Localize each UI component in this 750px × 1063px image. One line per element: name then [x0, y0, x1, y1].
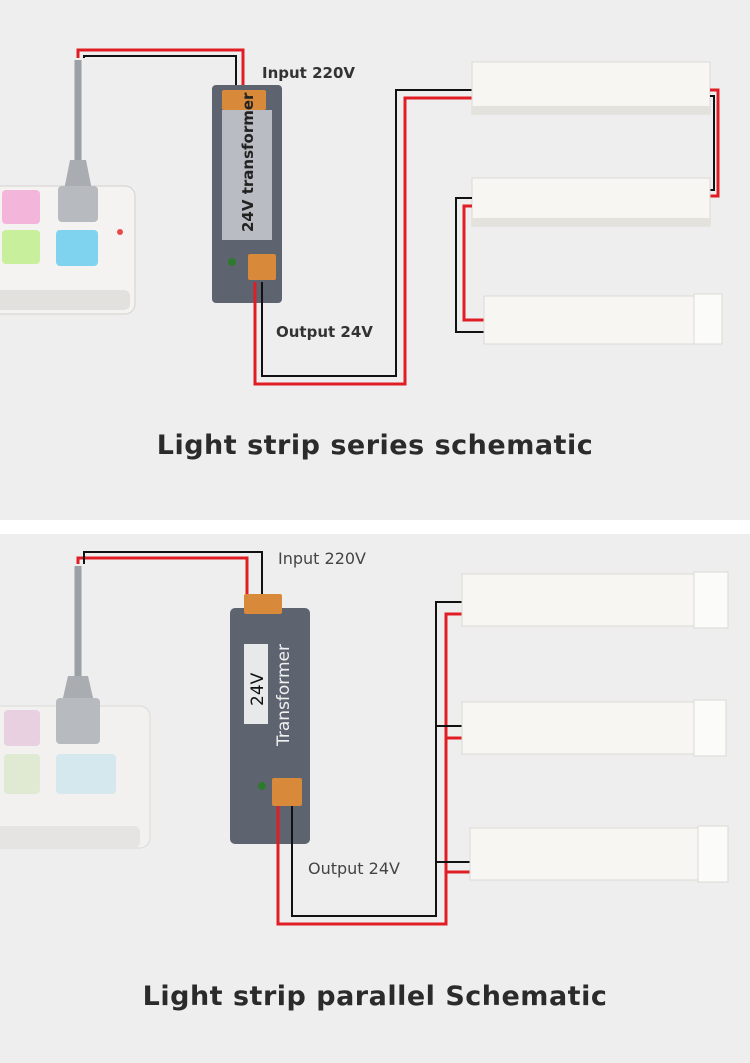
- parallel-schematic-panel: 24V Transformer Input 220V Output 24V Li…: [0, 534, 750, 1063]
- light-strip-1: [471, 61, 711, 115]
- light-strip-3: [483, 293, 723, 345]
- socket-blue: [56, 754, 116, 794]
- input-label: Input 220V: [262, 64, 355, 82]
- transformer: 24V transformer: [212, 85, 282, 303]
- input-label: Input 220V: [278, 549, 366, 568]
- parallel-caption: Light strip parallel Schematic: [142, 981, 608, 1012]
- power-strip: [0, 185, 136, 315]
- light-strip-2: [471, 177, 711, 227]
- output-neutral-wire: [261, 89, 472, 377]
- series-diagram: 24V transformer Input 220V Output 24V: [0, 48, 723, 386]
- input-terminal: [222, 90, 266, 110]
- output-terminal: [248, 254, 276, 280]
- output-neutral-wire: [291, 601, 462, 917]
- light-strip-3: [469, 825, 729, 883]
- power-plug: [56, 566, 100, 744]
- output-live-wire: [253, 96, 472, 386]
- socket-green: [4, 754, 40, 794]
- socket-blue: [56, 230, 98, 266]
- input-live-wire: [76, 48, 245, 92]
- series-schematic-panel: 24V transformer Input 220V Output 24V Li…: [0, 0, 750, 520]
- series-caption: Light strip series schematic: [156, 430, 594, 461]
- power-strip: [0, 705, 151, 849]
- output-label: Output 24V: [276, 323, 373, 341]
- output-label: Output 24V: [308, 859, 400, 878]
- transformer-label-line2: Transformer: [274, 644, 294, 747]
- input-terminal: [244, 594, 282, 614]
- input-live-wire: [76, 556, 249, 602]
- socket-green: [2, 230, 40, 264]
- transformer: 24V Transformer: [230, 594, 310, 844]
- power-plug: [58, 60, 98, 222]
- socket-pink: [2, 190, 40, 224]
- transformer-label: 24V transformer: [239, 92, 257, 232]
- input-neutral-wire: [83, 551, 263, 602]
- light-strip-2: [461, 699, 727, 757]
- parallel-diagram: 24V Transformer Input 220V Output 24V: [0, 549, 729, 926]
- output-terminal: [272, 778, 302, 806]
- light-strip-1: [461, 571, 729, 629]
- output-live-wire: [276, 612, 462, 926]
- input-neutral-wire: [83, 55, 237, 92]
- transformer-label-line1: 24V: [248, 672, 268, 706]
- socket-pink: [4, 710, 40, 746]
